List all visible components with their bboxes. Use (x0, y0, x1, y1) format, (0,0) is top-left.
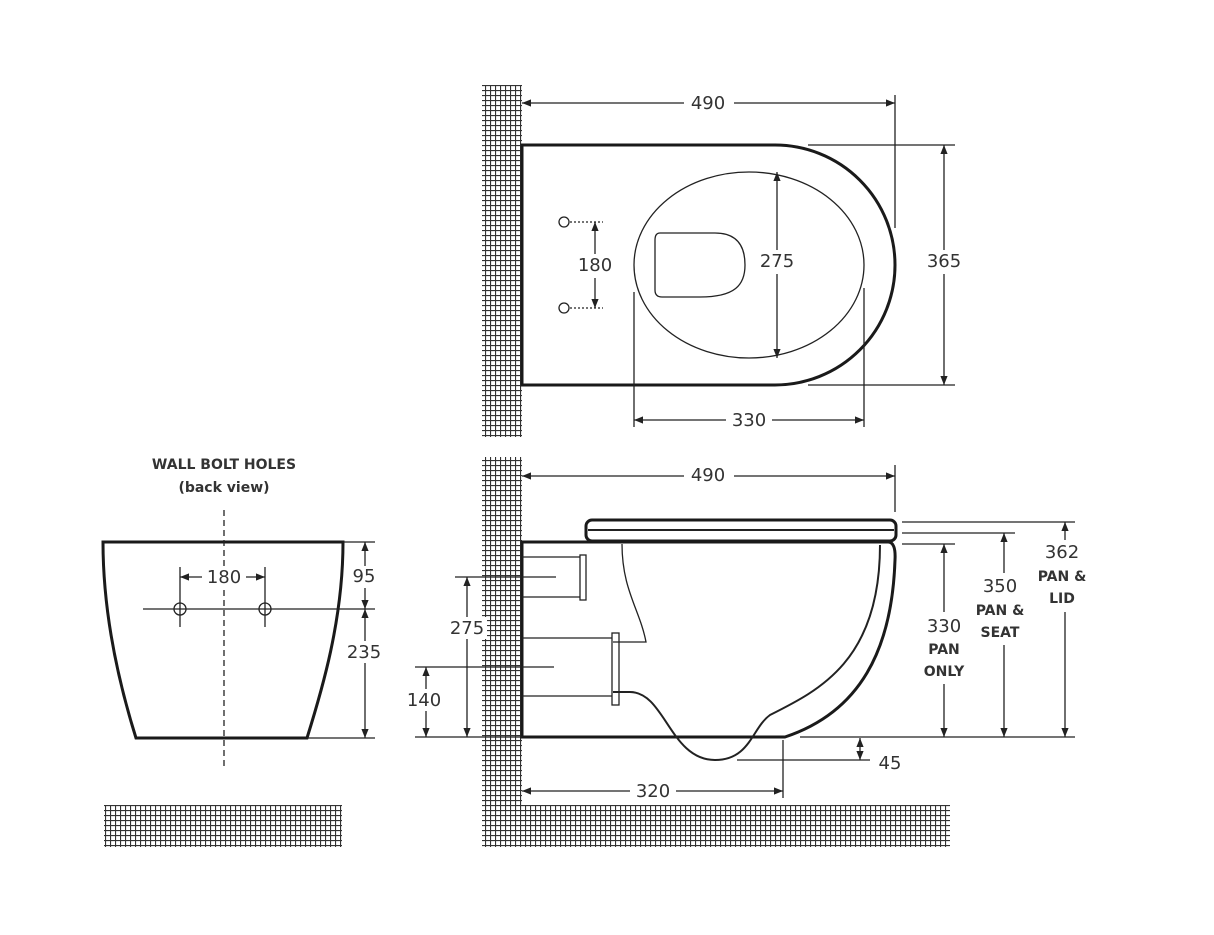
pan-outline-top (520, 143, 897, 387)
side-view: 490 275 140 330 PAN ONLY 350 PAN & SEAT … (404, 457, 1098, 847)
dim-pipe-height: 275 (450, 618, 484, 639)
dim-depth: 365 (927, 251, 961, 272)
label-pan-lid-1: PAN & (1038, 569, 1087, 585)
top-view: 490 365 275 180 330 (482, 85, 968, 437)
label-pan-seat-2: SEAT (981, 625, 1020, 641)
dim-pan-lid: 362 (1045, 542, 1079, 563)
bowl-rim (633, 171, 865, 359)
seat-opening (654, 232, 746, 298)
floor-hatch (522, 805, 950, 847)
dim-top-to-bolts: 95 (353, 566, 376, 587)
dim-bowl-length: 330 (732, 410, 766, 431)
bolt-hole-icon (558, 302, 570, 314)
dim-projection: 320 (636, 781, 670, 802)
trap (613, 544, 881, 762)
inlet-fitting (579, 554, 587, 601)
label-pan-only-2: ONLY (924, 664, 965, 680)
dim-bolt-spacing-back: 180 (207, 567, 241, 588)
wall-hatch (482, 457, 522, 847)
back-view: WALL BOLT HOLES (back view) 180 95 235 (101, 457, 387, 847)
back-view-subtitle: (back view) (178, 480, 269, 496)
label-pan-seat-1: PAN & (976, 603, 1025, 619)
dim-bolts-to-floor: 235 (347, 642, 381, 663)
dim-bolt-height: 140 (407, 690, 441, 711)
dim-bolt-spacing-top: 180 (578, 255, 612, 276)
dim-trap-drop: 45 (879, 753, 902, 774)
dim-width-top: 490 (691, 93, 725, 114)
wall-hatch (482, 85, 522, 437)
label-pan-only-1: PAN (928, 642, 960, 658)
dim-pan-only: 330 (927, 616, 961, 637)
dim-pan-seat: 350 (983, 576, 1017, 597)
dim-width-side: 490 (691, 465, 725, 486)
bolt-hole-icon (558, 216, 570, 228)
pan-outline-side (520, 540, 897, 739)
label-pan-lid-2: LID (1049, 591, 1075, 607)
dim-bowl-width: 275 (760, 251, 794, 272)
floor-hatch (104, 805, 342, 847)
back-view-title: WALL BOLT HOLES (152, 457, 296, 473)
bolt-fitting (611, 632, 620, 706)
